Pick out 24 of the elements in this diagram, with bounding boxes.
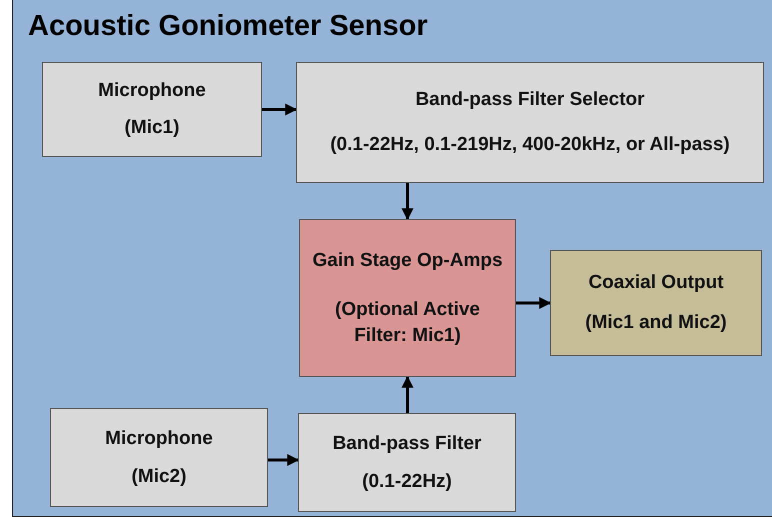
- title: Acoustic Goniometer Sensor: [28, 10, 428, 43]
- box-detail: (0.1-22Hz, 0.1-219Hz, 400-20kHz, or All-pass): [330, 133, 730, 158]
- process-box: [550, 250, 762, 356]
- arrow: [268, 454, 300, 466]
- box-detail: (0.1-22Hz): [362, 470, 452, 494]
- box-detail: (Mic2): [132, 464, 186, 489]
- arrow: [402, 376, 414, 413]
- box-heading: Coaxial Output: [588, 270, 724, 295]
- process-box: [42, 62, 262, 157]
- box-heading: Gain Stage Op-Amps: [312, 248, 503, 273]
- box-heading: Microphone: [98, 79, 206, 104]
- arrow: [262, 104, 298, 116]
- box-heading: Band-pass Filter: [332, 432, 482, 456]
- process-box: [50, 408, 268, 507]
- box-heading: Microphone: [105, 426, 213, 451]
- box-detail: (Mic1): [124, 116, 180, 140]
- box-detail: (Optional Active Filter: Mic1): [334, 298, 481, 348]
- process-box: [298, 413, 516, 512]
- process-box: [299, 219, 516, 377]
- arrow: [402, 183, 414, 220]
- process-box: [296, 62, 764, 183]
- box-detail: (Mic1 and Mic2): [585, 311, 727, 336]
- box-heading: Band-pass Filter Selector: [415, 88, 645, 112]
- arrow: [516, 297, 552, 309]
